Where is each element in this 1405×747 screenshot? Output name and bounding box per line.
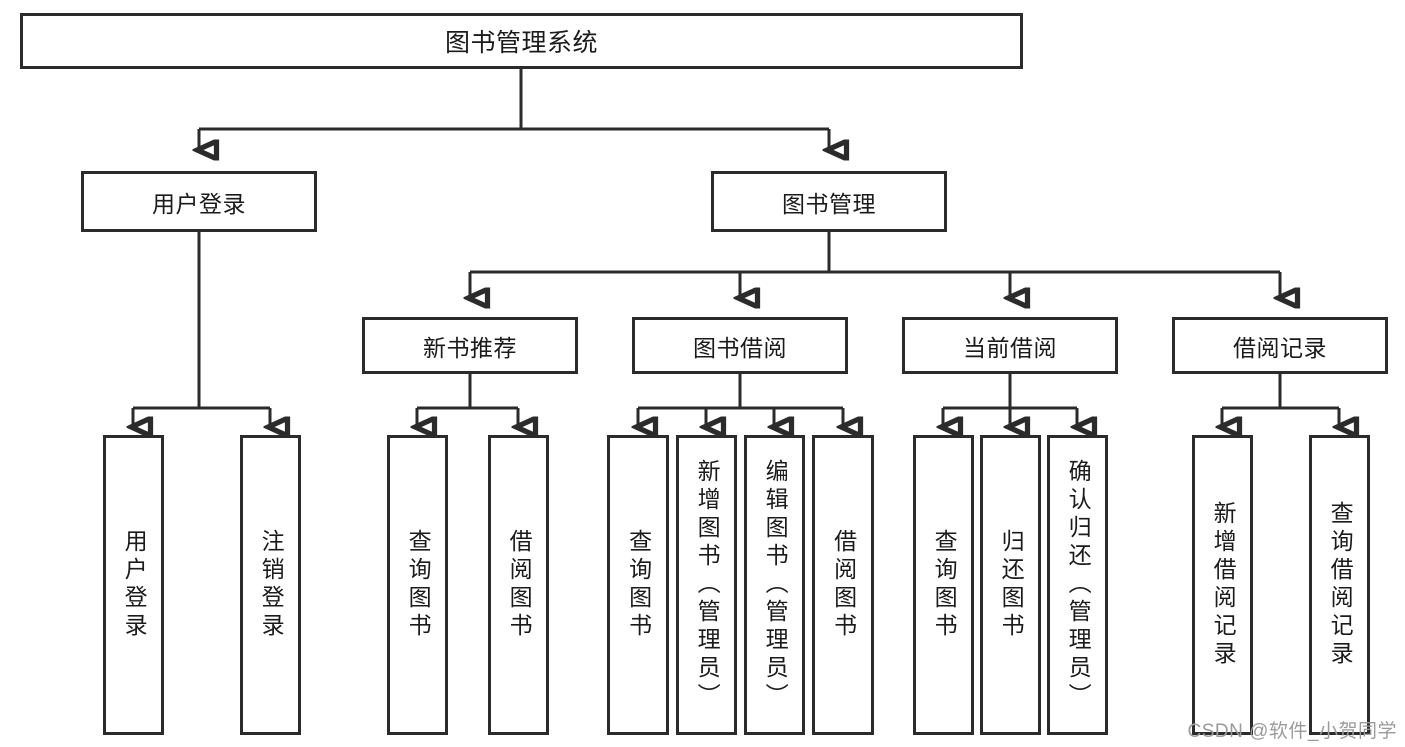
leaf-query-borrow-record[interactable]: 查询借阅记录 [1309,435,1370,735]
leaf-user-login-label: 用户登录 [121,529,148,641]
leaf-edit-book-admin-label: 编辑图书（管理员） [762,459,789,711]
leaf-add-borrow-record[interactable]: 新增借阅记录 [1192,435,1253,735]
leaf-add-book-admin[interactable]: 新增图书（管理员） [676,435,737,735]
leaf-query-books-borrow-label: 查询图书 [625,529,652,641]
leaf-return-books[interactable]: 归还图书 [980,435,1041,735]
node-current-borrow-label: 当前借阅 [963,334,1057,361]
node-borrow-records-label: 借阅记录 [1233,334,1327,361]
edge-records-to-leaves [1222,374,1339,427]
node-root[interactable]: 图书管理系统 [20,13,1023,69]
node-current-borrow[interactable]: 当前借阅 [902,317,1118,374]
leaf-return-books-label: 归还图书 [998,529,1025,641]
leaf-add-borrow-record-label: 新增借阅记录 [1210,501,1237,669]
node-user-login-label: 用户登录 [152,190,246,217]
leaf-edit-book-admin[interactable]: 编辑图书（管理员） [744,435,805,735]
leaf-borrow-books-recommend-label: 借阅图书 [506,529,533,641]
edge-root-to-level2 [199,69,829,150]
leaf-user-login[interactable]: 用户登录 [103,435,164,735]
edge-books-to-level3 [470,232,1280,298]
leaf-borrow-books-recommend[interactable]: 借阅图书 [488,435,549,735]
leaf-logout[interactable]: 注销登录 [240,435,301,735]
node-user-login[interactable]: 用户登录 [81,171,317,232]
edge-login-to-leaves [133,232,270,427]
leaf-confirm-return-admin-label: 确认归还（管理员） [1065,459,1092,711]
node-book-management-label: 图书管理 [782,190,876,217]
leaf-query-books-current[interactable]: 查询图书 [913,435,974,735]
node-borrow-records[interactable]: 借阅记录 [1172,317,1388,374]
node-new-book-recommend[interactable]: 新书推荐 [362,317,578,374]
leaf-add-book-admin-label: 新增图书（管理员） [694,459,721,711]
node-book-borrow-label: 图书借阅 [693,334,787,361]
node-new-book-recommend-label: 新书推荐 [423,334,517,361]
leaf-query-borrow-record-label: 查询借阅记录 [1327,501,1354,669]
leaf-query-books-borrow[interactable]: 查询图书 [607,435,669,735]
edge-current-to-leaves [943,374,1077,427]
leaf-logout-label: 注销登录 [258,529,285,641]
node-book-borrow[interactable]: 图书借阅 [632,317,848,374]
edge-newbooks-to-leaves [417,374,518,427]
leaf-query-books-current-label: 查询图书 [931,529,958,641]
leaf-borrow-books[interactable]: 借阅图书 [812,435,874,735]
leaf-borrow-books-label: 借阅图书 [830,529,857,641]
leaf-confirm-return-admin[interactable]: 确认归还（管理员） [1047,435,1108,735]
node-root-label: 图书管理系统 [444,29,598,57]
node-book-management[interactable]: 图书管理 [711,171,947,232]
leaf-query-books-recommend-label: 查询图书 [405,529,432,641]
leaf-query-books-recommend[interactable]: 查询图书 [387,435,448,735]
edge-borrow-to-leaves [638,374,843,427]
